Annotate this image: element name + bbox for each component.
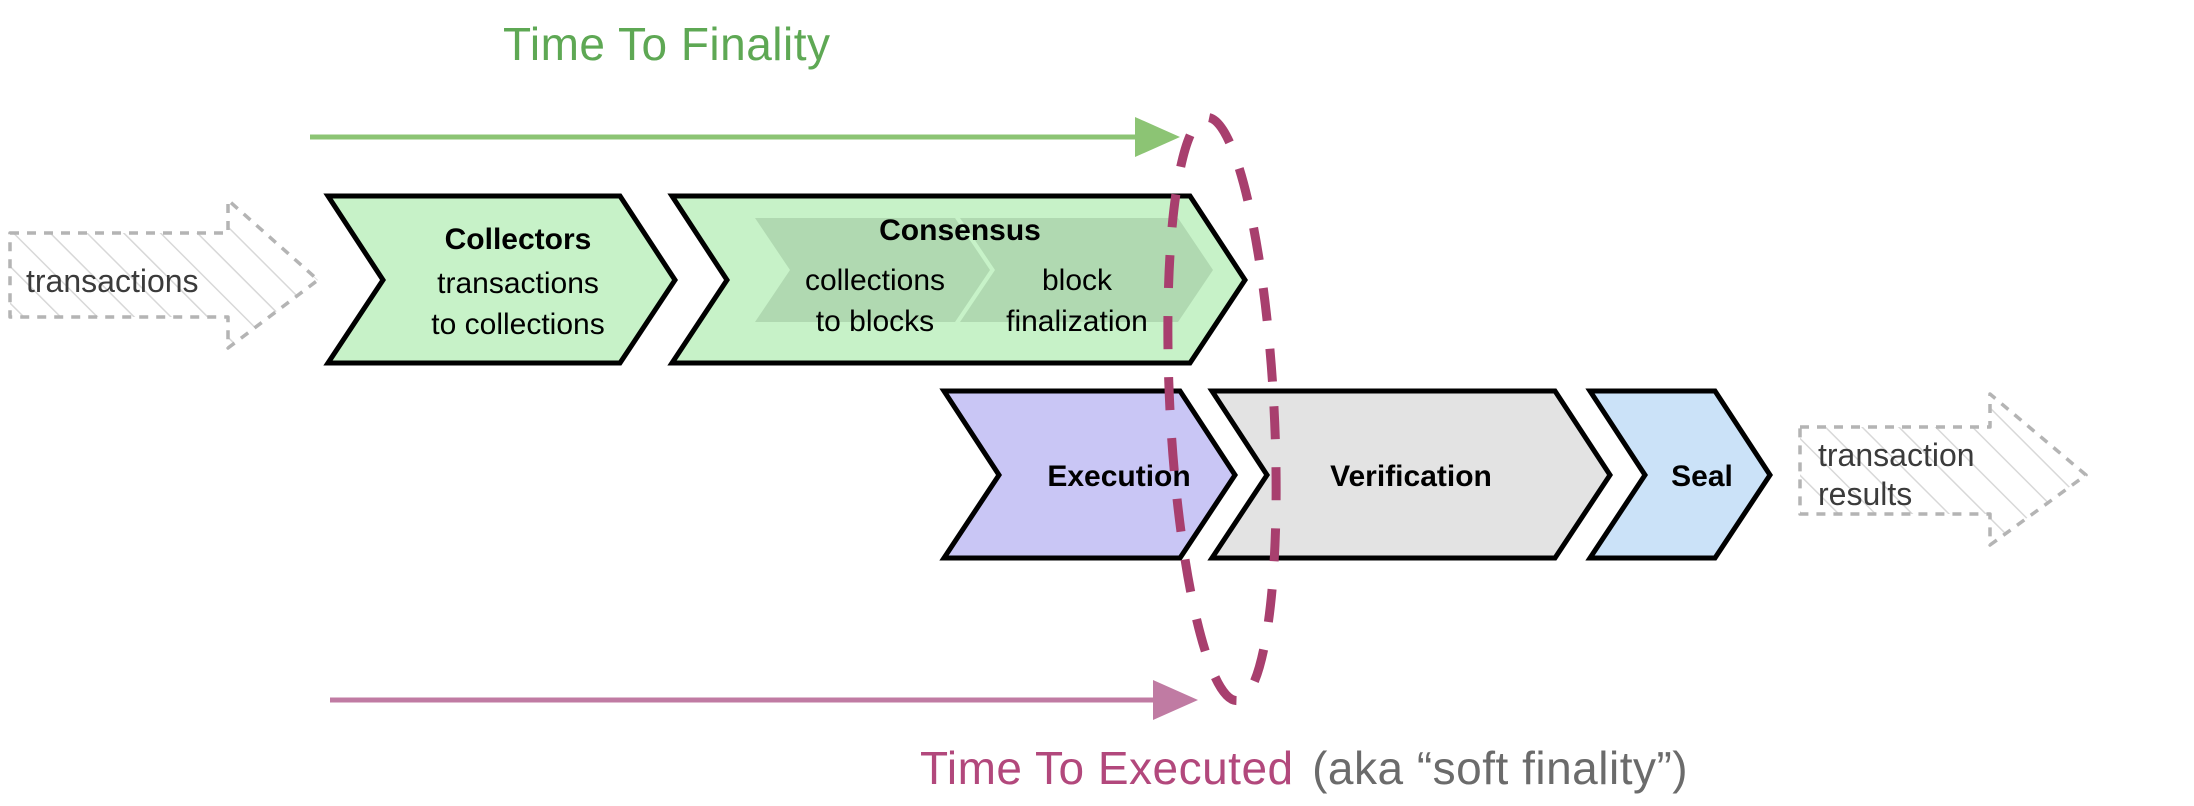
time-to-finality-title: Time To Finality — [503, 18, 831, 70]
collections-to-blocks-line1: collections — [805, 264, 945, 297]
transaction-results-label-line2: results — [1818, 476, 1912, 512]
finality-marker-ellipse — [1163, 112, 1281, 706]
block-finalization-line2: finalization — [1006, 305, 1148, 338]
stage-collectors[interactable]: Collectors transactions to collections — [323, 193, 678, 366]
substage-block-finalization[interactable]: block finalization — [960, 218, 1213, 338]
transactions-input-arrow: transactions — [8, 198, 320, 350]
collectors-subtitle-line2: to collections — [431, 308, 604, 341]
stage-execution[interactable]: Execution — [939, 388, 1238, 561]
time-to-executed-secondary-label: (aka “soft finality”) — [1312, 742, 1688, 794]
stage-consensus[interactable]: collections to blocks block finalization… — [667, 193, 1248, 366]
stage-seal[interactable]: Seal — [1585, 388, 1773, 561]
transaction-results-output-arrow: transaction results — [1798, 392, 2088, 547]
execution-title: Execution — [1047, 460, 1190, 493]
transactions-input-label: transactions — [26, 263, 199, 299]
time-to-executed-primary-label: Time To Executed — [920, 742, 1294, 794]
verification-title: Verification — [1330, 460, 1492, 493]
seal-title: Seal — [1671, 460, 1733, 493]
substage-collections-to-blocks[interactable]: collections to blocks — [755, 218, 990, 338]
time-to-executed-caption: Time To Executed (aka “soft finality”) — [920, 742, 1688, 794]
collectors-subtitle-line1: transactions — [437, 267, 599, 300]
consensus-title: Consensus — [879, 214, 1041, 247]
transaction-results-label-line1: transaction — [1818, 437, 1975, 473]
stage-verification[interactable]: Verification — [1207, 388, 1613, 561]
collectors-title: Collectors — [445, 223, 592, 256]
block-finalization-line1: block — [1042, 264, 1113, 297]
collections-to-blocks-line2: to blocks — [816, 305, 934, 338]
